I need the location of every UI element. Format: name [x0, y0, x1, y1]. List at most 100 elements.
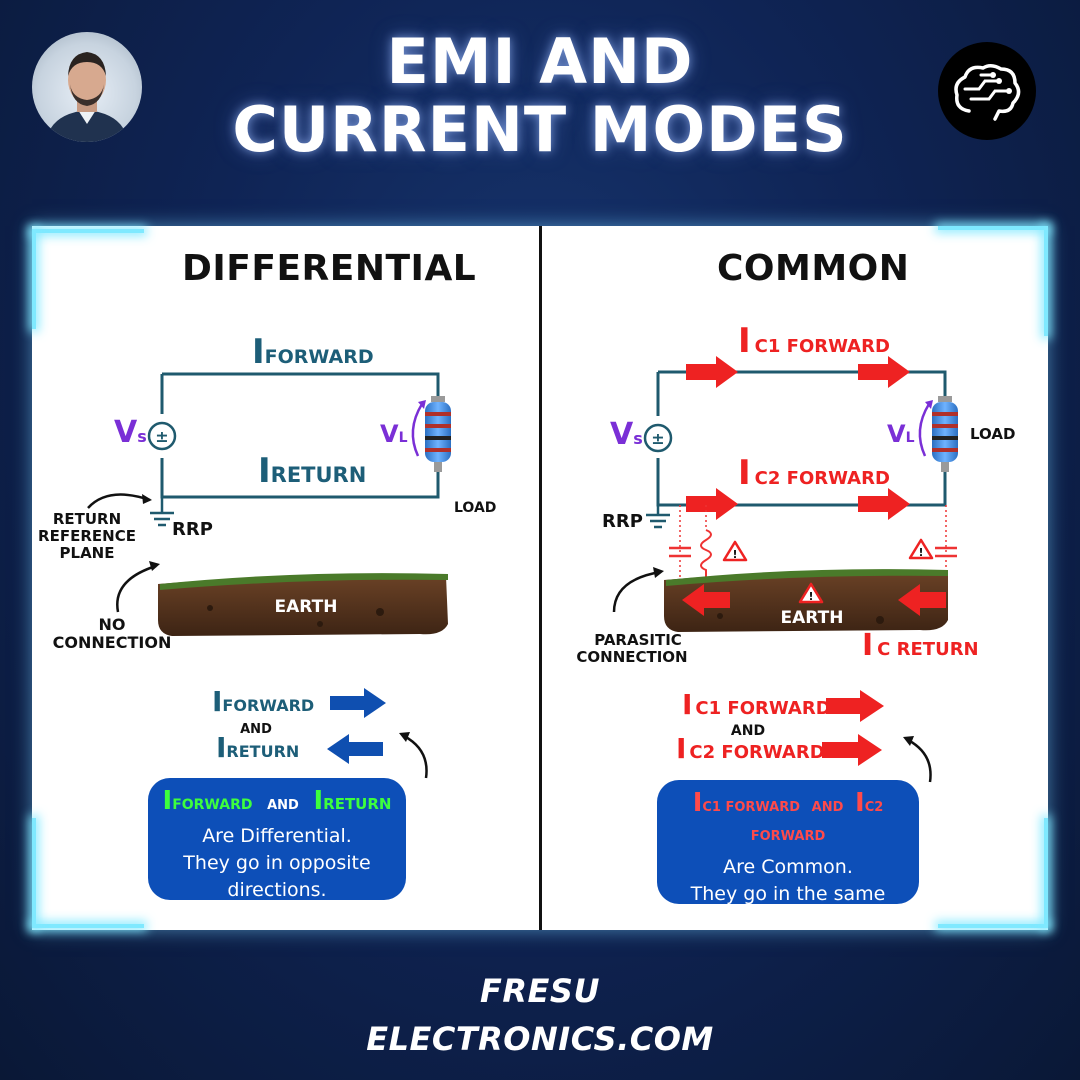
glow-corner-tr-h: [938, 226, 1048, 230]
box-forward-sub: FORWARD: [172, 797, 253, 813]
glow-corner-br-v: [1044, 818, 1048, 928]
box-ic2-sub: C2 FORWARD: [750, 800, 884, 844]
svg-text:!: !: [732, 548, 737, 561]
svg-text:±: ±: [155, 427, 168, 446]
common-load-label: LOAD: [970, 425, 1015, 443]
common-ground-icon: [646, 505, 670, 529]
box-ic1-sub: C1 FORWARD: [702, 800, 801, 815]
svg-text:!: !: [918, 546, 923, 559]
common-vl-label: VL: [887, 420, 915, 448]
avatar: [32, 32, 142, 142]
common-vl-arrow: [918, 403, 931, 457]
portrait-avatar-icon: [46, 52, 128, 142]
glow-corner-bl-v: [32, 818, 36, 928]
differential-box-line2: They go in opposite: [183, 852, 371, 874]
earth-label: EARTH: [275, 597, 338, 617]
common-resistor-icon: [932, 396, 958, 472]
legend-forward-label: IFORWARD: [212, 685, 314, 718]
parasitic-inductor-icon: [700, 529, 712, 578]
return-plane-line3: PLANE: [60, 544, 115, 562]
return-plane-line2: REFERENCE: [38, 527, 136, 545]
common-rrp-label: RRP: [602, 511, 643, 532]
parasitic-line1: PARASITIC: [594, 631, 682, 649]
i-forward-label: IFORWARD: [252, 332, 374, 372]
title-line-1: EMI AND: [386, 25, 694, 98]
rrp-label: RRP: [172, 519, 213, 540]
legend-curved-arrow-right: [907, 738, 932, 783]
differential-voltage-source-icon: ±: [147, 421, 177, 451]
legend-forward-arrow: [330, 688, 386, 718]
circuit-brain-icon: [954, 64, 1021, 121]
differential-ground-icon: [150, 497, 174, 527]
ic-return-arrow-left: [682, 584, 730, 616]
parasitic-capacitor-right-icon: [935, 546, 957, 558]
warning-icon-2: !: [908, 538, 934, 560]
differential-box-line1: Are Differential.: [202, 825, 352, 847]
i-return-label: IRETURN: [258, 451, 366, 491]
panel-divider: [539, 226, 542, 930]
ic2-arrow-right: [858, 488, 910, 520]
common-voltage-source-icon: ±: [643, 423, 673, 453]
common-box-line3: (common) direction.: [691, 910, 885, 932]
differential-box-heading: IFORWARD AND IRETURN: [148, 788, 406, 819]
return-plane-arrow: [87, 493, 151, 509]
title-line-2: CURRENT MODES: [232, 93, 848, 166]
ic1-arrow-right: [858, 356, 910, 388]
differential-box-line3: directions.: [227, 879, 327, 901]
no-connection-arrow: [116, 564, 157, 613]
warning-icon-1: !: [722, 540, 748, 562]
common-box-and: AND: [811, 800, 844, 815]
page-title: EMI AND CURRENT MODES: [0, 28, 1080, 164]
no-connection-line2: CONNECTION: [53, 633, 172, 652]
legend-curved-arrow-left: [403, 734, 428, 779]
differential-vl-arrow: [411, 403, 424, 457]
svg-text:±: ±: [651, 429, 664, 448]
glow-corner-tr-v: [1044, 226, 1048, 336]
legend-return-label: IRETURN: [216, 731, 299, 764]
glow-corner-br-h: [938, 924, 1048, 928]
common-wire-loop: [656, 370, 947, 507]
ic-return-arrow-right: [898, 584, 946, 616]
differential-explanation-box: IFORWARD AND IRETURN Are Differential. T…: [148, 778, 406, 901]
ic1-arrow-left: [686, 356, 738, 388]
footer-line1: FRESU: [480, 972, 600, 1010]
legend-return-arrow: [327, 734, 383, 764]
brand-logo: [938, 42, 1036, 140]
warning-icon-3: !: [798, 582, 824, 604]
parasitic-connection-arrow: [612, 570, 661, 613]
glow-corner-tl-v: [32, 229, 36, 329]
common-box-heading: IC1 FORWARD AND IC2 FORWARD: [657, 790, 919, 850]
common-legend-and-label: AND: [731, 723, 765, 739]
common-box-line1: Are Common.: [723, 856, 853, 878]
differential-earth: [158, 573, 448, 636]
differential-title: DIFFERENTIAL: [182, 248, 477, 289]
legend-and-label: AND: [240, 722, 272, 737]
glow-corner-bl-h: [32, 924, 144, 928]
box-ic2-I: I: [855, 788, 865, 818]
load-label: LOAD: [454, 500, 496, 516]
no-connection-line1: NO: [99, 615, 126, 634]
box-return-I: I: [313, 786, 324, 816]
return-plane-line1: RETURN: [53, 510, 121, 528]
vl-label: VL: [380, 420, 408, 448]
differential-circuit: ±: [87, 372, 451, 779]
common-circuit: ±: [612, 356, 958, 783]
differential-resistor-icon: [425, 396, 451, 472]
common-explanation-box: IC1 FORWARD AND IC2 FORWARD Are Common. …: [657, 780, 919, 932]
box-ic1-I: I: [692, 788, 703, 818]
legend-ic2-arrow: [822, 734, 882, 766]
box-return-sub: RETURN: [323, 795, 392, 813]
differential-wire-loop: [160, 372, 440, 499]
ic2-arrow-left: [686, 488, 738, 520]
parasitic-line2: CONNECTION: [576, 648, 687, 666]
parasitic-capacitor-left-icon: [669, 546, 691, 558]
box-and: AND: [267, 798, 299, 813]
svg-text:!: !: [808, 590, 813, 603]
footer-line2: ELECTRONICS.COM: [366, 1020, 714, 1058]
